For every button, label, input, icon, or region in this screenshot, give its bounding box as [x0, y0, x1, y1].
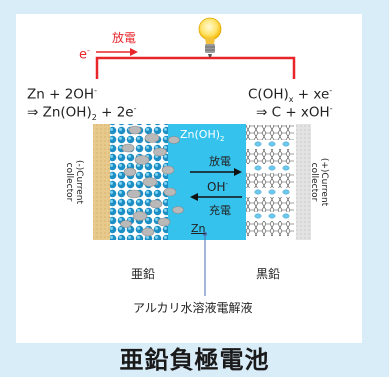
charge-inner-label: 充電 [209, 204, 231, 217]
intercalated-ions [254, 141, 290, 219]
anode-reaction-1: Zn + 2OH- [27, 86, 97, 103]
cathode-material-label: 黒鉛 [256, 267, 281, 281]
zn-oh2-label: Zn(OH)2 [180, 128, 225, 144]
arrow-right-icon [190, 168, 242, 176]
electron-label: e- [79, 46, 90, 63]
negative-collector-label: (-)Current collector [64, 159, 84, 205]
electrolyte-region [168, 124, 246, 240]
anode-collector [93, 124, 110, 240]
light-bulb-icon [198, 17, 222, 57]
cathode-collector [296, 124, 311, 240]
electrolyte-label: アルカリ水溶液電解液 [133, 301, 253, 315]
arrow-left-icon [190, 193, 242, 201]
discharge-inner-label: 放電 [209, 155, 231, 168]
cathode-reaction-1: C(OH)x + xe- [248, 86, 333, 105]
anode-reaction-2: ⇒ Zn(OH)2 + 2e- [27, 104, 137, 123]
diagram-title: 亜鉛負極電池 [119, 346, 270, 374]
arrow-right-icon [96, 48, 138, 56]
anode-material-label: 亜鉛 [131, 267, 156, 281]
zn-oh2-particles [120, 125, 184, 237]
zn-label: Zn [191, 222, 206, 235]
discharge-label: 放電 [112, 31, 137, 45]
positive-collector-label: (+)Current collector [309, 157, 329, 207]
graphite-layers [246, 125, 294, 236]
oh-ion-label: OH- [207, 180, 228, 194]
cathode-reaction-2: ⇒ C + xOH- [256, 104, 333, 121]
